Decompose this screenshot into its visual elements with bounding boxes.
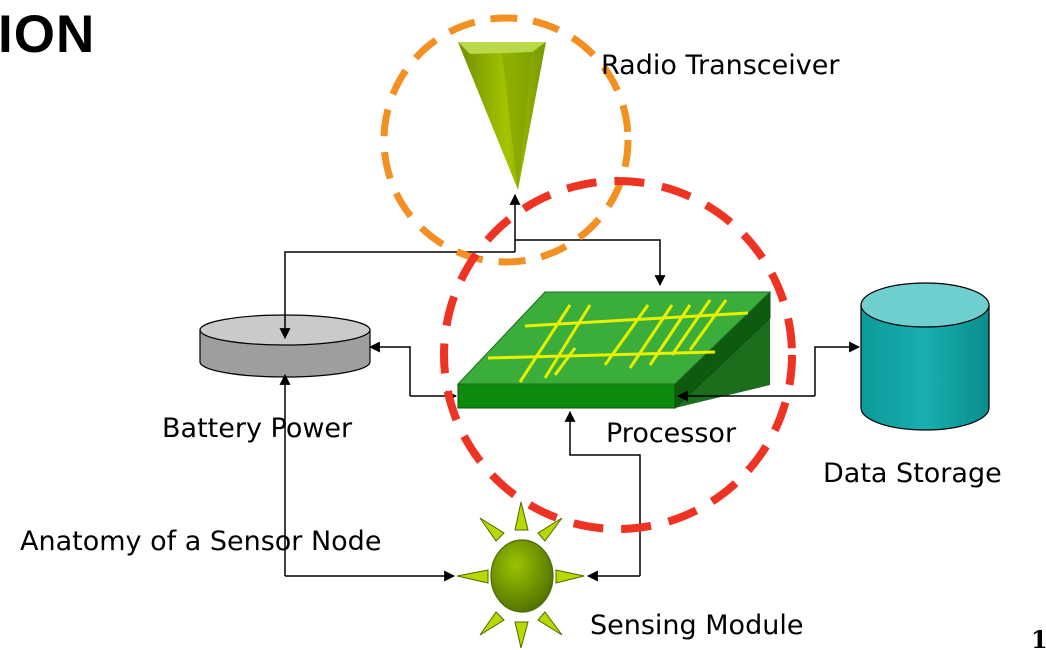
page-number: 1 [1031,625,1046,650]
data-storage-label: Data Storage [823,458,1002,489]
orange-highlight-circle [380,14,632,266]
processor-label: Processor [606,418,737,449]
radio-transceiver-icon [458,42,546,190]
slide-title-fragment: ION [0,5,96,64]
connection-lines [279,193,861,582]
sensing-module-label: Sensing Module [590,610,804,641]
sun-sensor-icon [456,501,585,649]
circuit-traces [487,299,749,383]
battery-power-label: Battery Power [162,413,353,444]
diagram-caption: Anatomy of a Sensor Node [20,526,382,557]
circuit-board-icon [456,290,772,410]
red-highlight-circle [440,177,796,533]
radio-transceiver-label: Radio Transceiver [601,50,840,81]
database-cylinder-icon [860,282,990,431]
